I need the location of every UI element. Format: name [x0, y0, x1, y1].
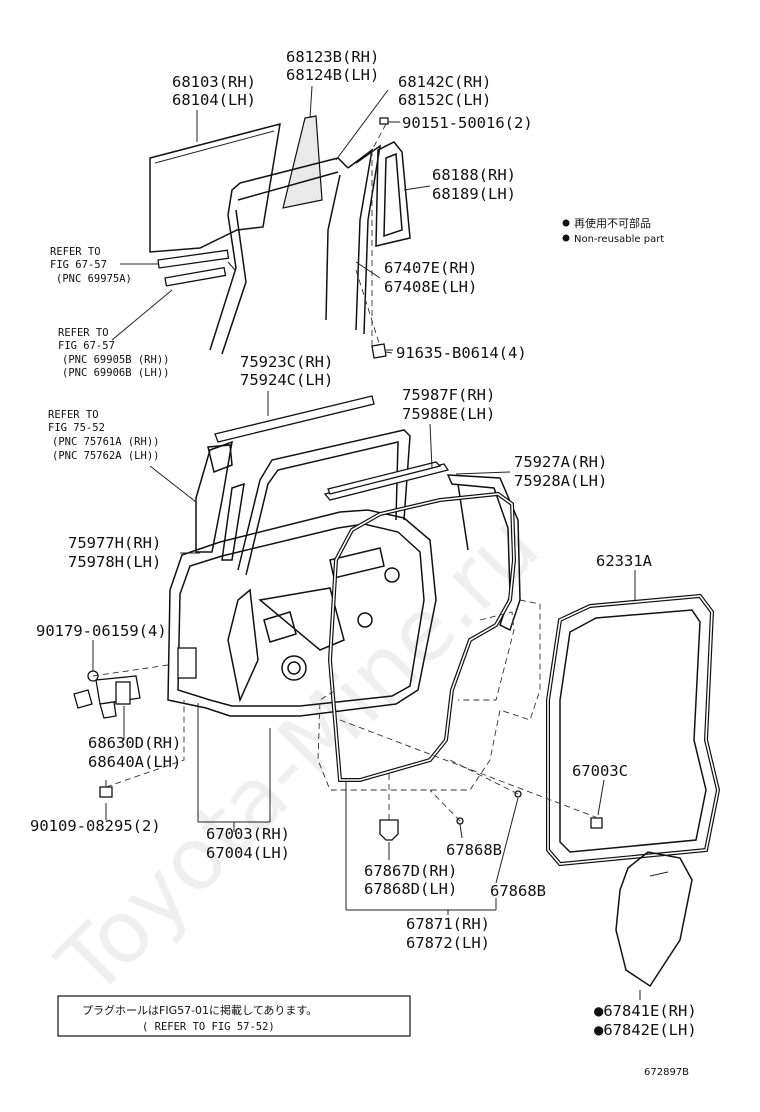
glass-run-channel: [209, 157, 349, 355]
label-75928a: 75928A(LH): [514, 472, 607, 490]
quarter-glass: [282, 115, 323, 209]
label-75924c: 75924C(LH): [240, 371, 333, 389]
label-75987f: 75987F(RH): [402, 386, 495, 404]
screw-91635: [371, 343, 393, 359]
part-labels: 68123B(RH) 68124B(LH) 68103(RH) 68104(LH…: [30, 48, 697, 1039]
quarter-window-weatherstrip: [375, 141, 411, 247]
label-67003: 67003(RH): [206, 825, 290, 843]
clip-67868b: [456, 790, 522, 825]
refer-note-3: REFER TO FIG 75-52 (PNC 75761A (RH)) (PN…: [48, 409, 159, 462]
label-67871: 67871(RH): [406, 915, 490, 933]
door-opening-weatherstrip-62331a: [546, 593, 721, 867]
svg-text:FIG 75-52: FIG 75-52: [48, 422, 105, 434]
leader-lines: [92, 85, 641, 1000]
label-90179: 90179-06159(4): [36, 622, 167, 640]
bolt-90109: [99, 780, 113, 798]
door-glass: [149, 122, 281, 253]
svg-text:REFER TO: REFER TO: [50, 246, 101, 258]
svg-text:(PNC 69905B (RH)): (PNC 69905B (RH)): [62, 354, 169, 366]
label-75977h: 75977H(RH): [68, 534, 161, 552]
bolt-90179: [87, 660, 99, 682]
label-67868b-1: 67868B: [446, 841, 502, 859]
screw-90151: [379, 117, 389, 125]
svg-text:REFER TO: REFER TO: [48, 409, 99, 421]
door-panel: [167, 509, 437, 717]
label-67407e: 67407E(RH): [384, 259, 477, 277]
label-75978h: 75978H(LH): [68, 553, 161, 571]
legend-item-jp: 再使用不可部品: [574, 216, 651, 230]
filled-circle-icon: [562, 234, 570, 242]
label-68103: 68103(RH): [172, 73, 256, 91]
label-68152c: 68152C(LH): [398, 91, 491, 109]
service-hole-cover: [615, 851, 693, 988]
door-inner-seal-67871: [327, 491, 517, 782]
figure-code: 672897B: [644, 1067, 689, 1078]
label-67408e: 67408E(LH): [384, 278, 477, 296]
label-67842e: ●67842E(LH): [594, 1021, 697, 1039]
label-68123b: 68123B(RH): [286, 48, 379, 66]
door-frame-moulding: [195, 440, 245, 561]
note-line-1: プラグホールはFIG57-01に掲載してあります。: [82, 1003, 317, 1017]
svg-text:FIG 67-57: FIG 67-57: [50, 259, 107, 271]
glass-guide-parts: [157, 249, 236, 287]
label-68104: 68104(LH): [172, 91, 256, 109]
svg-text:(PNC 75762A (LH)): (PNC 75762A (LH)): [52, 450, 159, 462]
refer-note-1: REFER TO FIG 67-57 (PNC 69975A): [50, 246, 158, 285]
label-68188: 68188(RH): [432, 166, 516, 184]
belt-moulding: [207, 395, 375, 474]
svg-text:(PNC 69975A): (PNC 69975A): [56, 273, 132, 285]
door-hinge: [73, 675, 141, 719]
label-90109: 90109-08295(2): [30, 817, 161, 835]
clip-67867d: [379, 819, 399, 841]
label-75988e: 75988E(LH): [402, 405, 495, 423]
note-box: プラグホールはFIG57-01に掲載してあります。 ( REFER TO FIG…: [57, 995, 411, 1037]
svg-text:FIG 67-57: FIG 67-57: [58, 340, 115, 352]
label-67868d: 67868D(LH): [364, 880, 457, 898]
door-outer-seal: [237, 429, 411, 576]
legend: 再使用不可部品 Non-reusable part: [562, 216, 664, 245]
label-75927a: 75927A(RH): [514, 453, 607, 471]
label-90151: 90151-50016(2): [402, 114, 533, 132]
label-68640a: 68640A(LH): [88, 753, 181, 771]
label-75923c: 75923C(RH): [240, 353, 333, 371]
label-68142c: 68142C(RH): [398, 73, 491, 91]
label-68189: 68189(LH): [432, 185, 516, 203]
filled-circle-icon: [562, 219, 570, 227]
label-67872: 67872(LH): [406, 934, 490, 952]
label-91635: 91635-B0614(4): [396, 344, 527, 362]
label-67004: 67004(LH): [206, 844, 290, 862]
legend-item-en: Non-reusable part: [574, 234, 664, 245]
svg-text:(PNC 75761A (RH)): (PNC 75761A (RH)): [52, 436, 159, 448]
label-67868b-2: 67868B: [490, 882, 546, 900]
assembly-lines: [92, 123, 599, 822]
label-67867d: 67867D(RH): [364, 862, 457, 880]
label-67841e: ●67841E(RH): [594, 1002, 697, 1020]
refer-note-2: REFER TO FIG 67-57 (PNC 69905B (RH)) (PN…: [58, 289, 173, 379]
clip-67003c: [590, 817, 603, 829]
door-inner-weatherstrip: [323, 461, 450, 501]
label-67003c: 67003C: [572, 762, 628, 780]
label-68124b: 68124B(LH): [286, 66, 379, 84]
svg-text:(PNC 69906B (LH)): (PNC 69906B (LH)): [62, 367, 169, 379]
note-line-2: ( REFER TO FIG 57-52): [142, 1021, 275, 1033]
label-62331a: 62331A: [596, 552, 653, 570]
svg-text:REFER TO: REFER TO: [58, 327, 109, 339]
label-68630d: 68630D(RH): [88, 734, 181, 752]
